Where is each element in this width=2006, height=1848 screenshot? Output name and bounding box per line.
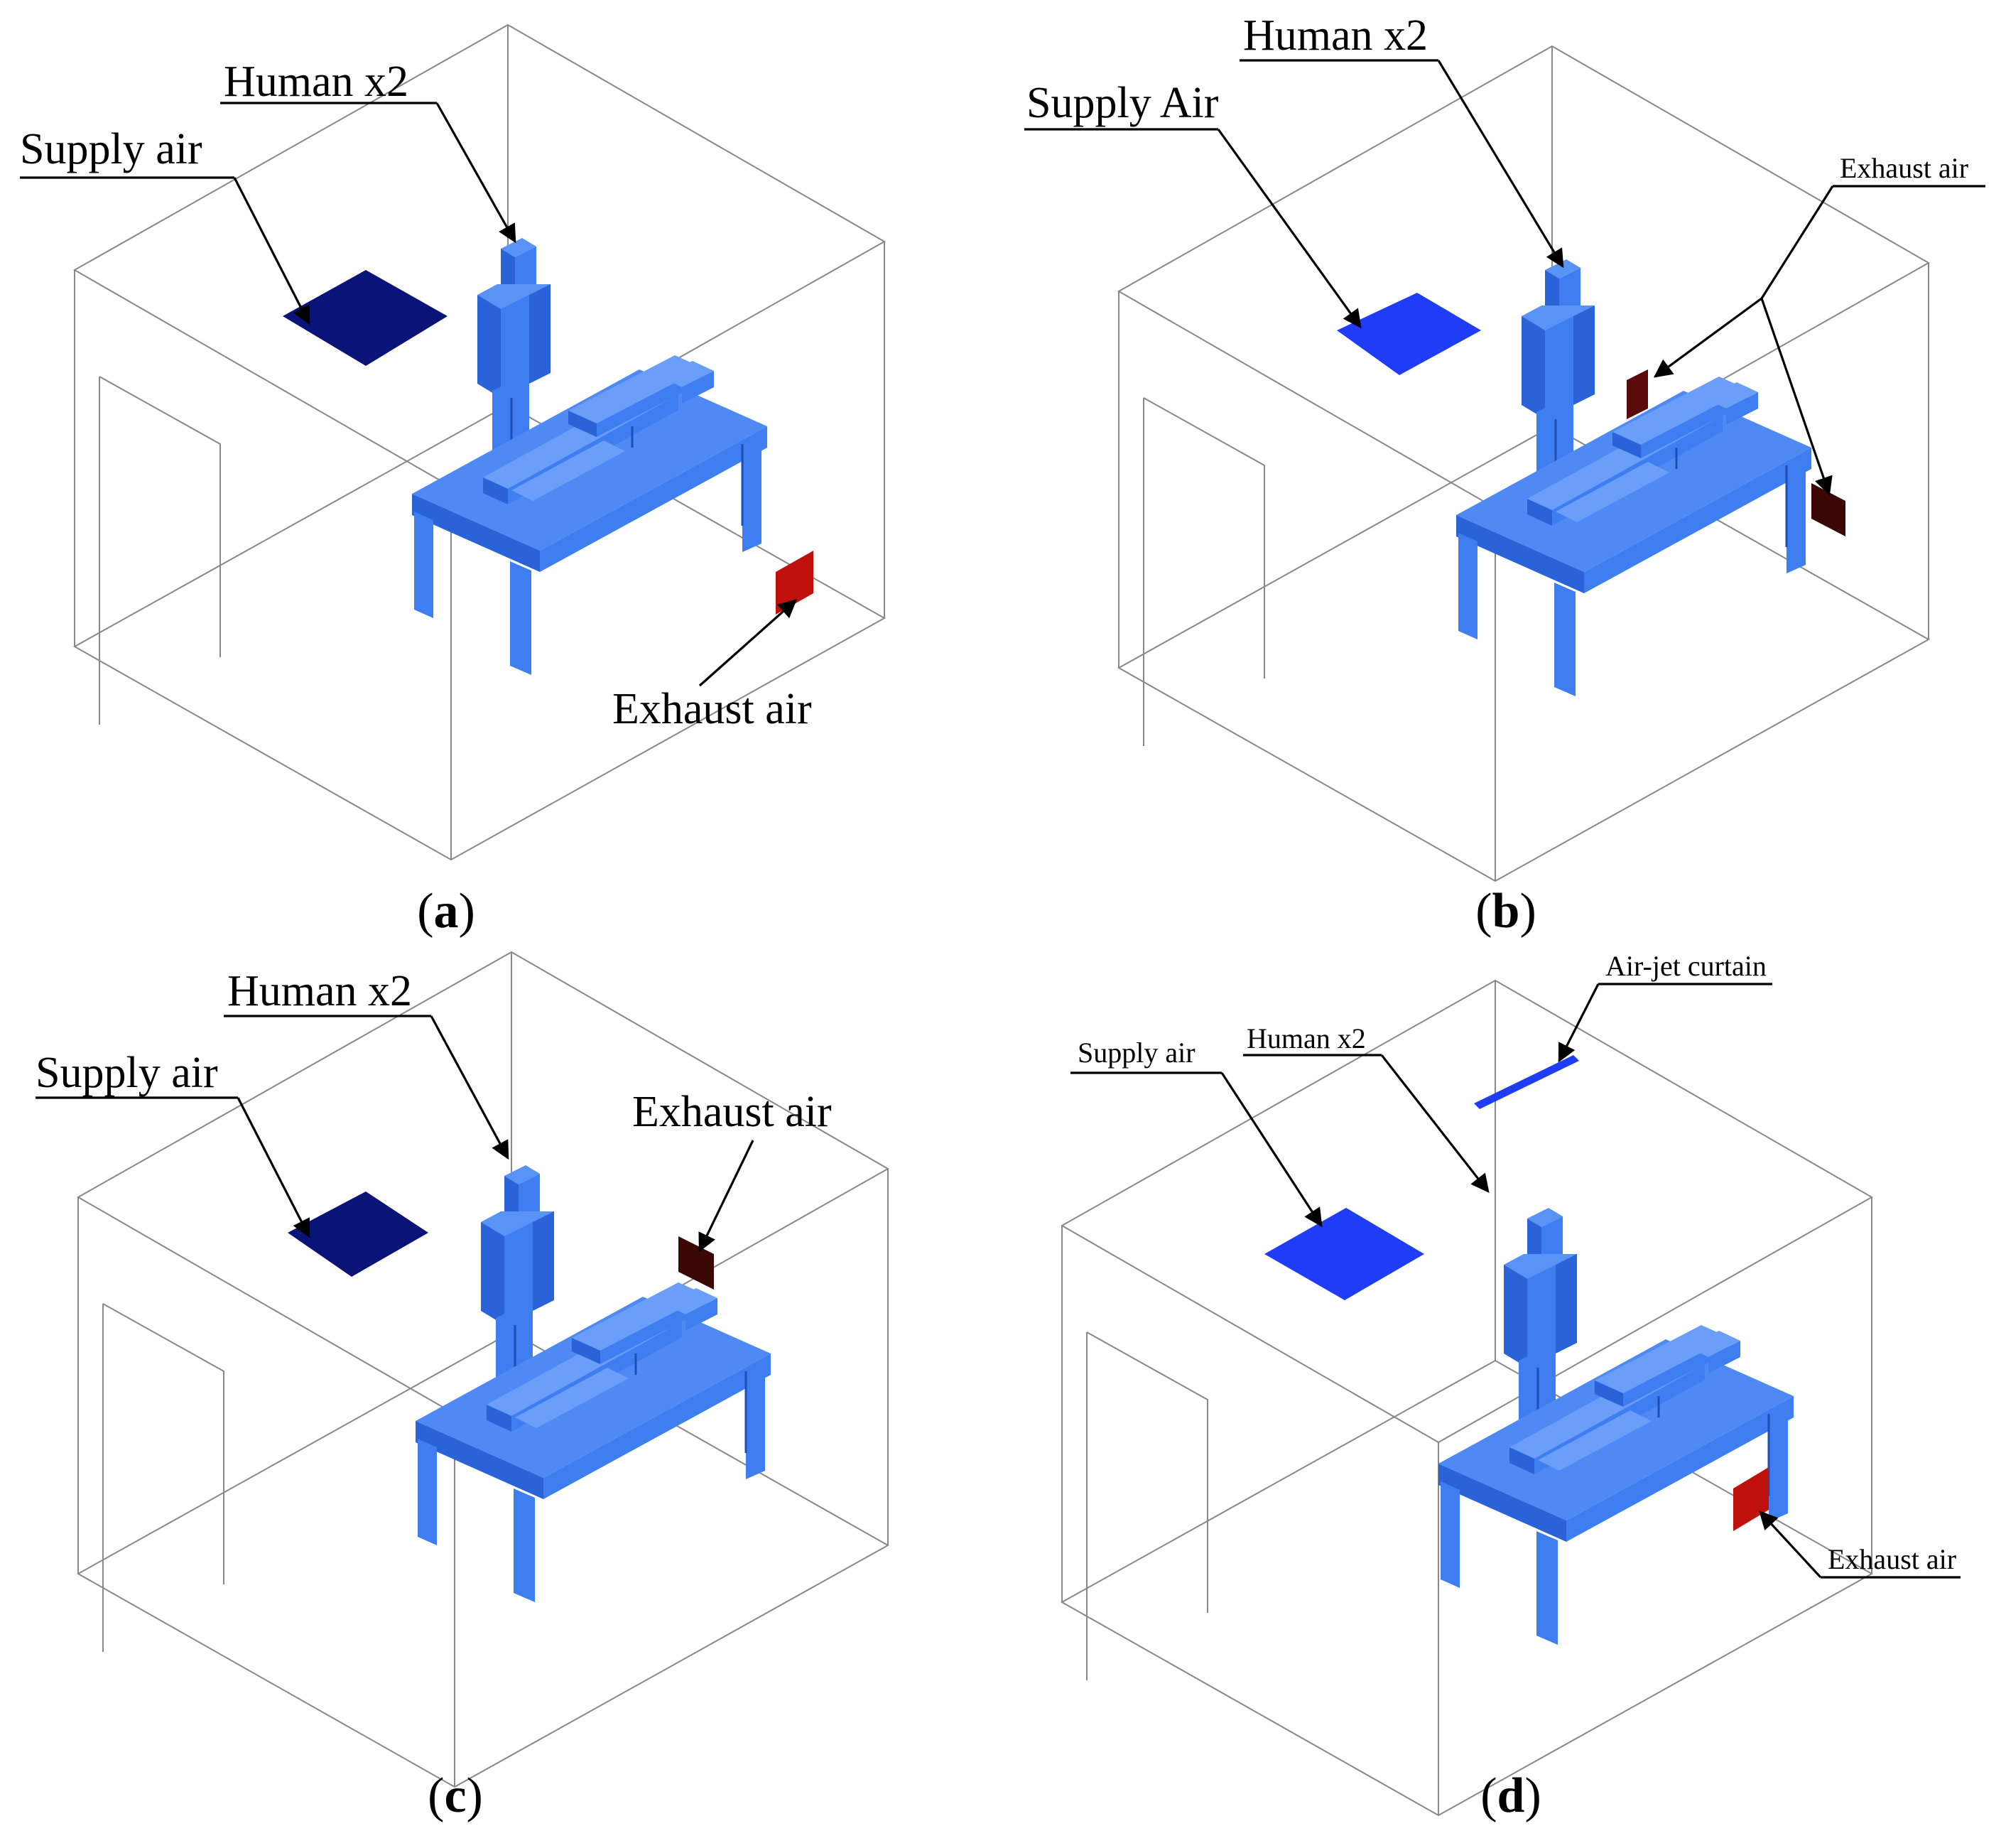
human-leader (430, 1015, 509, 1160)
supply-leader (237, 1097, 310, 1238)
exhaust-leader-1 (1653, 297, 1762, 378)
exhaust-label: Exhaust air (1828, 1543, 1956, 1575)
human-label: Human x2 (224, 58, 408, 106)
supply-air-vent (288, 1192, 428, 1277)
human-leader (1380, 1054, 1490, 1194)
caption-d: (d) (1480, 1768, 1541, 1823)
supply-label: Supply air (1078, 1037, 1196, 1069)
table-and-human-model (1455, 258, 1813, 698)
exhaust-leader (1759, 1511, 1822, 1579)
supply-label: Supply air (36, 1049, 218, 1097)
exhaust-leader-2 (1760, 298, 1833, 496)
supply-air-vent (1264, 1208, 1424, 1300)
human-label: Human x2 (227, 967, 412, 1015)
supply-leader (233, 177, 310, 325)
table-and-human-model (1437, 1206, 1795, 1646)
caption-c: (c) (428, 1768, 483, 1823)
supply-air-vent (1337, 293, 1481, 375)
table-and-human-model (411, 237, 769, 676)
supply-leader (1217, 129, 1362, 329)
exhaust-leader (698, 1140, 754, 1253)
human-label: Human x2 (1247, 1022, 1366, 1054)
exhaust-label: Exhaust air (1840, 152, 1968, 184)
curtain-leader (1558, 983, 1600, 1063)
caption-a: (a) (417, 884, 475, 939)
exhaust-leader (698, 599, 797, 687)
panel-b: Human x2 Supply Air Exhaust air (b) (1024, 11, 1985, 939)
caption-b: (b) (1475, 884, 1536, 939)
exhaust-air-vent-1 (1627, 369, 1648, 419)
exhaust-air-vent-2 (1811, 483, 1845, 536)
curtain-label: Air-jet curtain (1605, 950, 1767, 982)
exhaust-label: Exhaust air (612, 685, 812, 733)
exhaust-label: Exhaust air (632, 1088, 832, 1136)
human-leader (435, 102, 516, 244)
supply-label: Supply Air (1026, 79, 1219, 127)
exhaust-air-vent (776, 551, 813, 615)
table-and-human-model (414, 1164, 772, 1604)
supply-air-vent (283, 270, 448, 366)
air-jet-curtain (1474, 1055, 1579, 1109)
supply-leader (1220, 1072, 1323, 1228)
supply-label: Supply air (20, 125, 202, 173)
panel-d: Human x2 Supply air Air-jet curtain Exha… (1061, 950, 1961, 1823)
human-label: Human x2 (1243, 11, 1428, 60)
exhaust-air-vent (678, 1236, 714, 1290)
panel-c: Human x2 Supply air Exhaust air (c) (36, 951, 889, 1823)
human-leader (1437, 60, 1564, 269)
panel-a: Human x2 Supply air Exhaust air (a) (20, 24, 885, 939)
exhaust-air-vent (1733, 1467, 1769, 1531)
